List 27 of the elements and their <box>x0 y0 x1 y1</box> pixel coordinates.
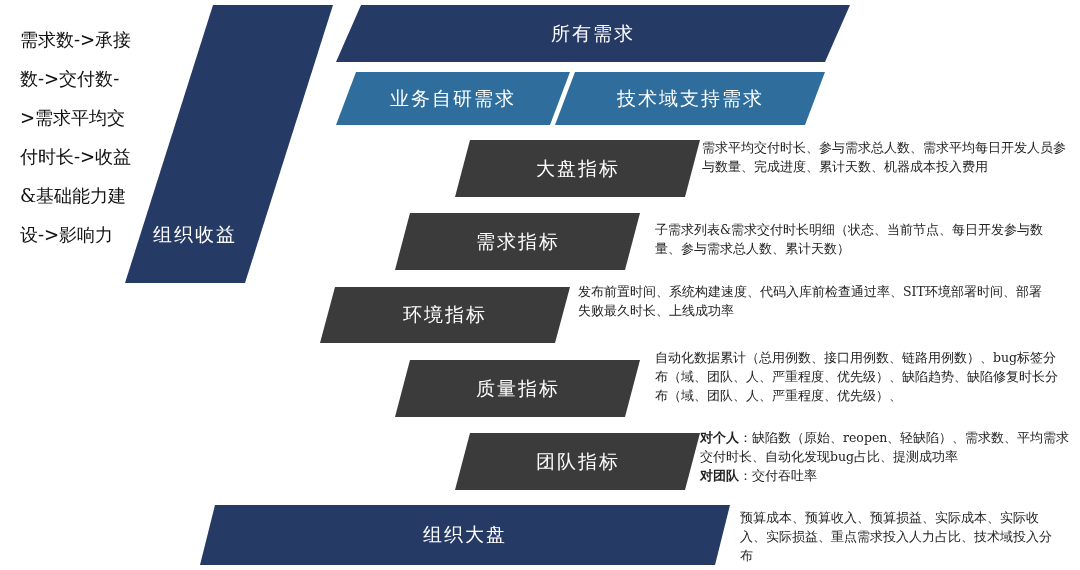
band-label: 需求指标 <box>474 228 561 254</box>
metric-description: 对团队：交付吞吐率 <box>700 467 818 485</box>
metric-description: 需求平均交付时长、参与需求总人数、需求平均每日开发人员参与数量、完成进度、累计天数、机器成本投入费用 <box>702 139 1067 176</box>
metric-description: 发布前置时间、系统构建速度、代码入库前检查通过率、SIT环境部署时间、部署失败最久时长、上线成功率 <box>578 283 1043 320</box>
band-label: 组织大盘 <box>422 522 508 547</box>
parallelogram-band <box>555 72 825 125</box>
parallelogram-band <box>395 213 640 270</box>
metric-description: 预算成本、预算收入、预算损益、实际成本、实际收入、实际损益、重点需求投入人力占比、技术域投入分布 <box>740 509 1053 565</box>
metric-description: 自动化数据累计（总用例数、接口用例数、链路用例数）、bug标签分布（域、团队、人、严重程度、优先级）、缺陷趋势、缺陷修复时长分布（域、团队、人、严重程度、优先级）、 <box>655 349 1059 405</box>
parallelogram-band <box>200 505 730 565</box>
parallelogram-band <box>455 140 700 197</box>
metric-description: 子需求列表&需求交付时长明细（状态、当前节点、每日开发参与数量、参与需求总人数、累计天数） <box>655 221 1045 258</box>
band-label: 业务自研需求 <box>389 85 517 111</box>
parallelogram-band <box>455 433 700 490</box>
band-label: 大盘指标 <box>534 155 621 181</box>
band-label: 团队指标 <box>534 448 621 474</box>
band-label: 技术域支持需求 <box>615 85 765 111</box>
parallelogram-band <box>336 5 850 62</box>
band-label: 质量指标 <box>474 375 561 401</box>
band-label: 组织收益 <box>152 222 238 247</box>
band-label: 环境指标 <box>402 302 488 327</box>
parallelogram-band <box>320 287 570 343</box>
flow-note: 需求数->承接数->交付数->需求平均交付时长->收益&基础能力建设->影响力 <box>20 28 132 247</box>
band-label: 所有需求 <box>550 20 636 46</box>
parallelogram-band <box>395 360 640 417</box>
metric-description: 对个人：缺陷数（原始、reopen、轻缺陷）、需求数、平均需求交付时长、自动化发现bug占比、提测成功率 <box>700 429 1071 466</box>
parallelogram-band <box>336 72 570 125</box>
